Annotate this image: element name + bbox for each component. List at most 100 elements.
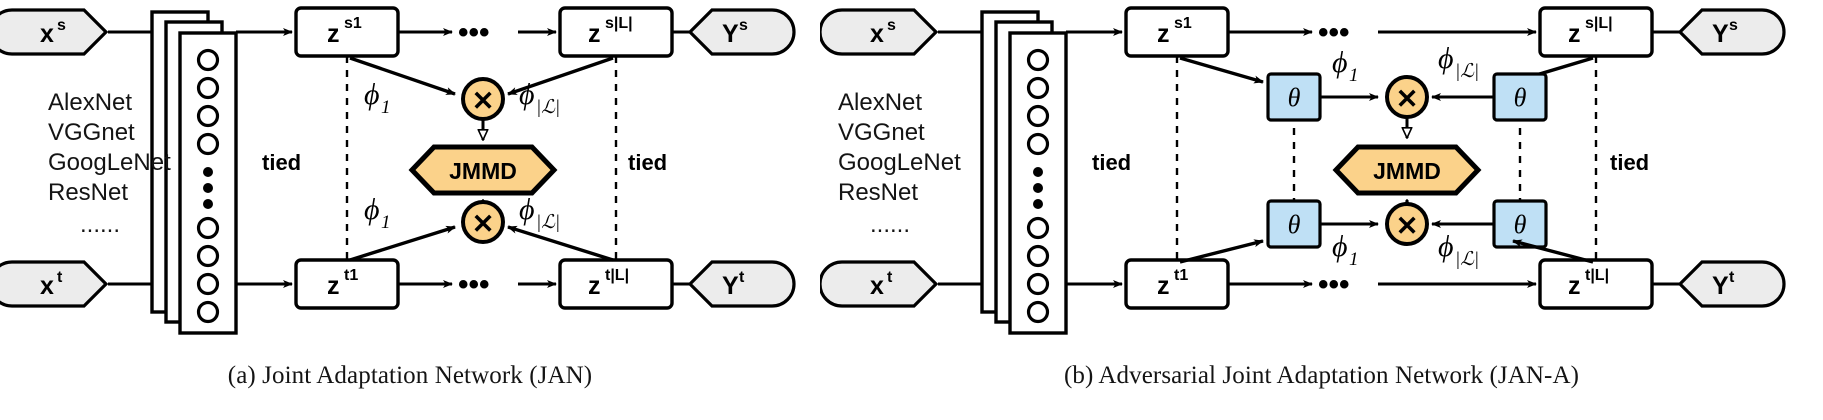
product-symbol-bottom: ✕	[472, 209, 495, 239]
z-target-last-sup: t|L|	[1585, 267, 1609, 284]
backbone-name: GoogLeNet	[838, 149, 961, 176]
target-output-label: Y	[722, 272, 739, 300]
tied-label-right: tied	[1610, 150, 1649, 175]
z-target-last: z t|L|	[558, 258, 674, 310]
source-output-sup: s	[1729, 17, 1738, 34]
product-node-bottom: ✕	[461, 200, 505, 244]
jmmd-loss-node: JMMD	[408, 144, 558, 196]
source-output: Y s	[1677, 8, 1786, 56]
backbone-name: AlexNet	[838, 89, 922, 116]
z-target-first-label: z	[1157, 272, 1170, 300]
theta-node-bottom-right: θ	[1492, 199, 1548, 249]
jmmd-loss-node: JMMD	[1332, 144, 1482, 196]
phi-label-top-right: ϕ	[1438, 42, 1454, 75]
target-input-label: x	[40, 272, 54, 300]
source-output-label: Y	[722, 20, 739, 48]
panel-jan: x s x t	[0, 0, 820, 420]
phi-label-bottom-right: ϕ	[1438, 230, 1454, 263]
phi-sub-top-right: |ℒ|	[536, 97, 560, 118]
edge-zt1-to-product-bottom	[349, 225, 456, 262]
source-output-sup: s	[739, 17, 748, 34]
phi-label-bottom-left: ϕ	[364, 193, 380, 226]
panel-jan-a: x s x t	[820, 0, 1823, 420]
z-source-last-sup: s|L|	[1585, 15, 1613, 32]
backbone-name-list: AlexNet VGGnet GoogLeNet ResNet ......	[48, 89, 171, 238]
cnn-neuron-ellipsis	[1033, 167, 1043, 209]
z-target-first-sup: t1	[1174, 267, 1188, 284]
phi-sub-bottom-left: 1	[1349, 249, 1359, 270]
panel-jan-diagram: x s x t	[0, 6, 796, 335]
phi-sub-top-left: 1	[381, 97, 391, 118]
phi-label-bottom-left: ϕ	[1332, 230, 1348, 263]
source-input: x s	[0, 8, 109, 56]
source-row-ellipsis: •••	[458, 16, 490, 49]
z-source-last: z s|L|	[1538, 6, 1654, 58]
tied-label-left: tied	[262, 150, 301, 175]
backbone-name: ResNet	[48, 179, 128, 206]
product-symbol-bottom: ✕	[1396, 211, 1419, 241]
z-source-first: z s1	[294, 6, 400, 58]
tied-label-left: tied	[1092, 150, 1131, 175]
source-output: Y s	[687, 8, 796, 56]
backbone-name: GoogLeNet	[48, 149, 171, 176]
source-input-sup: s	[57, 17, 66, 34]
z-target-first: z t1	[1124, 258, 1230, 310]
jmmd-label: JMMD	[449, 158, 517, 184]
theta-node-top-left: θ	[1266, 72, 1322, 122]
z-source-last-label: z	[588, 20, 601, 48]
z-target-last-label: z	[588, 272, 601, 300]
backbone-name: AlexNet	[48, 89, 132, 116]
target-input-label: x	[870, 272, 884, 300]
tied-label-right: tied	[628, 150, 667, 175]
target-output-sup: t	[1729, 269, 1735, 286]
phi-label-top-right: ϕ	[519, 78, 535, 111]
target-output: Y t	[687, 260, 796, 308]
z-source-last: z s|L|	[558, 6, 674, 58]
caption-panel-b: (b) Adversarial Joint Adaptation Network…	[1063, 362, 1580, 389]
target-row-ellipsis: •••	[458, 268, 490, 301]
z-target-last-label: z	[1568, 272, 1581, 300]
phi-label-top-left: ϕ	[1332, 46, 1348, 79]
theta-node-bottom-left: θ	[1266, 199, 1322, 249]
source-output-label: Y	[1712, 20, 1729, 48]
product-node-bottom: ✕	[1385, 202, 1429, 246]
z-target-last-sup: t|L|	[605, 267, 629, 284]
phi-label-bottom-right: ϕ	[519, 193, 535, 226]
backbone-name: VGGnet	[48, 119, 135, 146]
theta-label-top-left: θ	[1288, 83, 1301, 112]
cnn-neurons	[1026, 48, 1050, 324]
edge-ztL-to-product-bottom	[507, 225, 614, 262]
product-symbol-top: ✕	[472, 86, 495, 116]
product-node-top: ✕	[1385, 75, 1429, 119]
edge-zt1-to-theta-bottom-left	[1179, 239, 1264, 264]
backbone-name-list: AlexNet VGGnet GoogLeNet ResNet ......	[838, 89, 961, 238]
theta-label-bottom-left: θ	[1288, 210, 1301, 239]
phi-sub-bottom-left: 1	[381, 212, 391, 233]
target-input: x t	[820, 260, 939, 308]
cnn-backbone-stack	[150, 10, 238, 335]
product-node-top: ✕	[461, 77, 505, 121]
target-output: Y t	[1677, 260, 1786, 308]
cnn-neurons	[196, 48, 220, 324]
edge-ztL-to-theta-bottom-right	[1512, 239, 1594, 264]
target-input-sup: t	[887, 269, 893, 286]
target-output-label: Y	[1712, 272, 1729, 300]
backbone-name: ......	[870, 211, 910, 238]
backbone-name: ResNet	[838, 179, 918, 206]
z-target-first-sup: t1	[344, 267, 358, 284]
z-source-last-label: z	[1568, 20, 1581, 48]
cnn-neuron-ellipsis	[203, 167, 213, 209]
product-symbol-top: ✕	[1396, 84, 1419, 114]
phi-sub-top-right: |ℒ|	[1455, 61, 1479, 82]
edge-zsL-to-product-top	[507, 56, 614, 96]
target-output-sup: t	[739, 269, 745, 286]
z-target-last: z t|L|	[1538, 258, 1654, 310]
z-source-first-label: z	[327, 20, 340, 48]
phi-sub-top-left: 1	[1349, 65, 1359, 86]
theta-label-bottom-right: θ	[1514, 210, 1527, 239]
z-source-first-sup: s1	[1174, 15, 1192, 32]
source-input: x s	[820, 8, 939, 56]
z-target-first: z t1	[294, 258, 400, 310]
theta-label-top-right: θ	[1514, 83, 1527, 112]
